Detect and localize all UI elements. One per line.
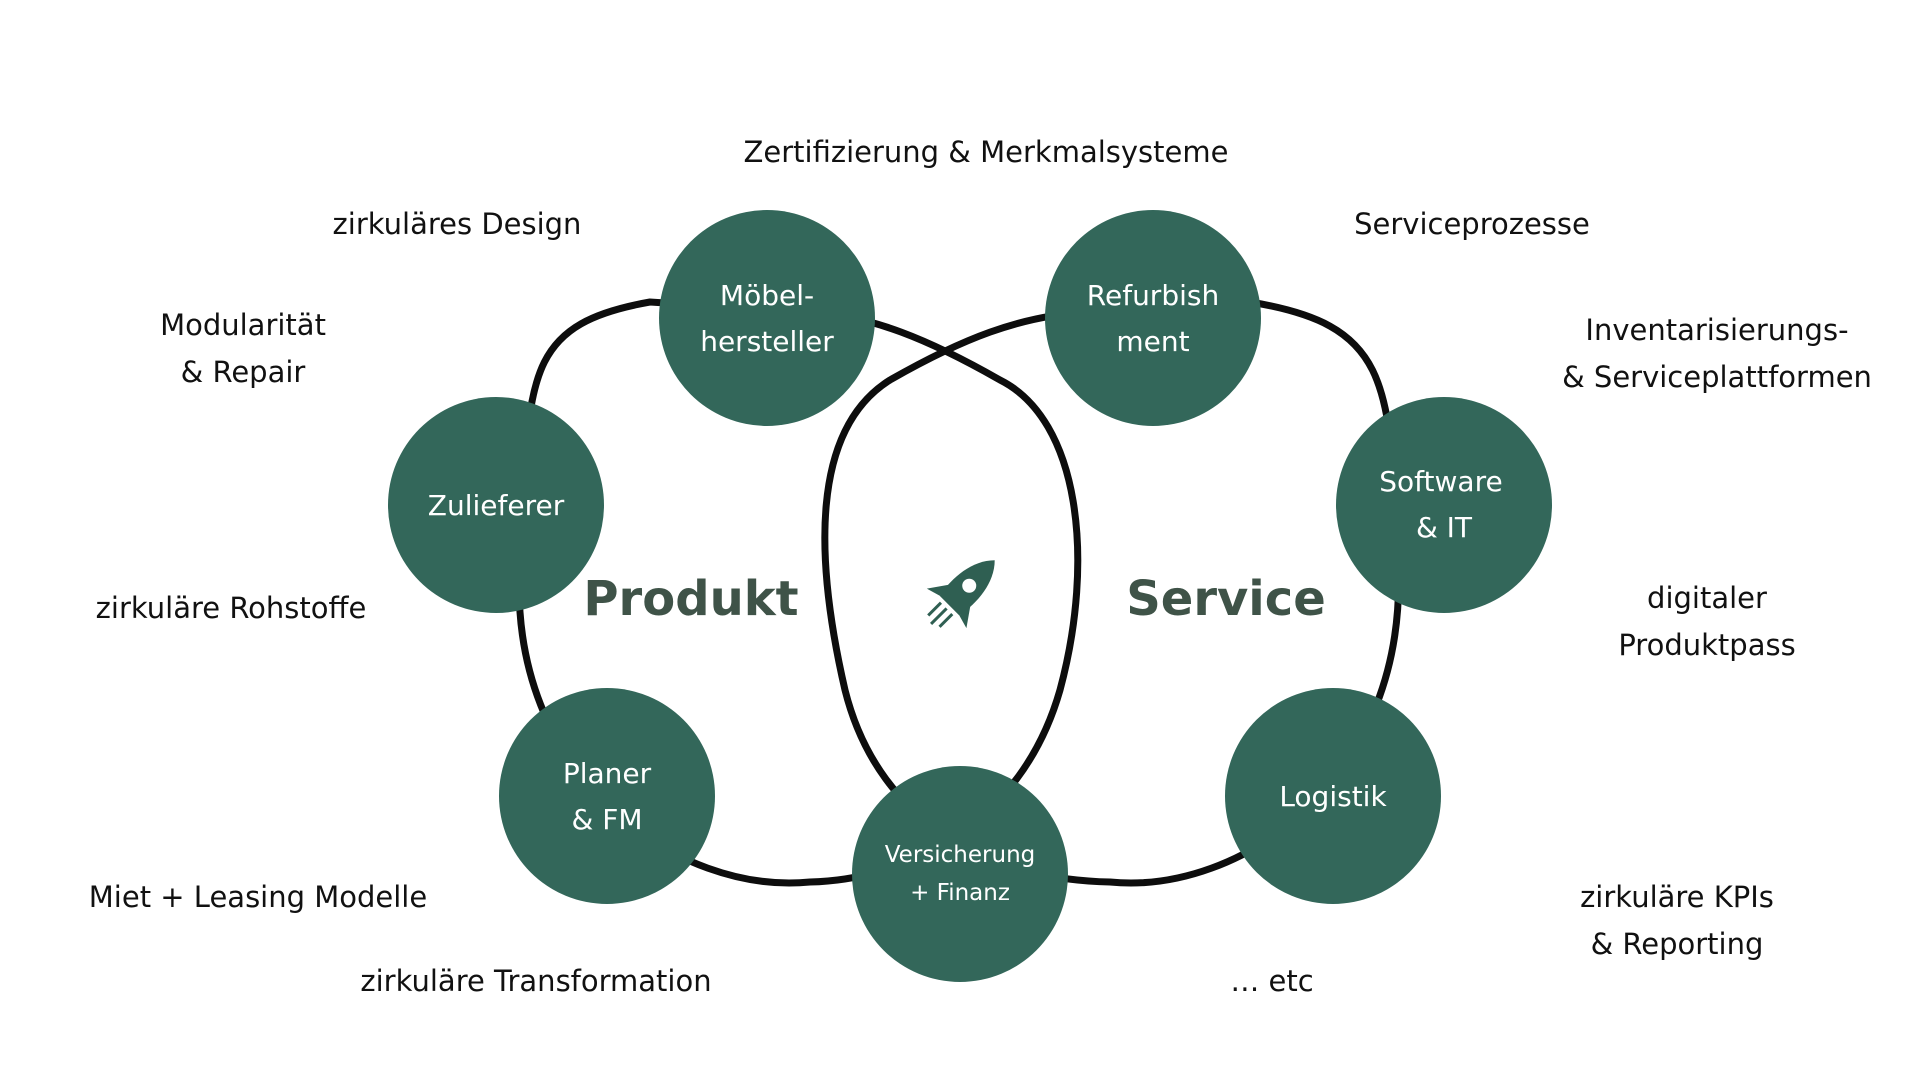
node-label: Möbel- bbox=[720, 279, 814, 312]
node-label: + Finanz bbox=[910, 880, 1010, 906]
node-label: Software bbox=[1379, 465, 1502, 498]
outer-label-zirkulaere-transformation: zirkuläre Transformation bbox=[360, 958, 711, 1005]
node-label: & IT bbox=[1416, 511, 1473, 544]
node-label: Zulieferer bbox=[428, 489, 565, 522]
node-moebelhersteller: Möbel- hersteller bbox=[659, 210, 875, 426]
outer-label-serviceprozesse: Serviceprozesse bbox=[1354, 201, 1590, 248]
produkt-label: Produkt bbox=[583, 571, 798, 627]
outer-label-line: Serviceprozesse bbox=[1354, 207, 1590, 241]
outer-label-line: zirkuläre Rohstoffe bbox=[95, 591, 367, 625]
outer-label-line: zirkuläre Transformation bbox=[360, 964, 712, 998]
node-label: Refurbish bbox=[1087, 279, 1219, 312]
outer-label-line: Modularität bbox=[160, 308, 326, 342]
node-label: Planer bbox=[563, 757, 652, 790]
node-versicherung-finanz: Versicherung + Finanz bbox=[852, 766, 1068, 982]
outer-label-line: & Repair bbox=[180, 355, 306, 389]
outer-label-line: Produktpass bbox=[1618, 628, 1796, 662]
node-label: & FM bbox=[572, 803, 643, 836]
outer-label-line: zirkuläres Design bbox=[332, 207, 582, 241]
outer-label-line: & Reporting bbox=[1590, 927, 1764, 961]
outer-label-line: & Serviceplattformen bbox=[1562, 360, 1872, 394]
outer-label-digitaler-produktpass: digitaler Produktpass bbox=[1618, 575, 1795, 669]
node-zulieferer: Zulieferer bbox=[388, 397, 604, 613]
node-label: ment bbox=[1116, 325, 1189, 358]
node-software-it: Software & IT bbox=[1336, 397, 1552, 613]
outer-label-line: Zertifizierung & Merkmalsysteme bbox=[743, 135, 1229, 169]
node-refurbishment: Refurbish ment bbox=[1045, 210, 1261, 426]
node-label: Logistik bbox=[1279, 780, 1387, 813]
outer-label-zirkulaere-rohstoffe: zirkuläre Rohstoffe bbox=[96, 585, 367, 632]
outer-label-line: Miet + Leasing Modelle bbox=[88, 880, 428, 914]
node-planer-fm: Planer & FM bbox=[499, 688, 715, 904]
outer-label-line: Inventarisierungs- bbox=[1585, 313, 1849, 347]
node-label: hersteller bbox=[700, 325, 834, 358]
outer-label-zirkulaeres-design: zirkuläres Design bbox=[333, 201, 582, 248]
outer-label-line: … etc bbox=[1230, 964, 1314, 998]
outer-label-inventarisierung: Inventarisierungs- & Serviceplattformen bbox=[1562, 307, 1872, 401]
outer-label-line: zirkuläre KPIs bbox=[1580, 880, 1774, 914]
outer-label-etc: … etc bbox=[1230, 958, 1313, 1005]
outer-label-miet-leasing: Miet + Leasing Modelle bbox=[89, 874, 427, 921]
node-logistik: Logistik bbox=[1225, 688, 1441, 904]
outer-label-line: digitaler bbox=[1647, 581, 1767, 615]
rocket-icon bbox=[926, 560, 995, 629]
outer-label-zirkulaere-kpis: zirkuläre KPIs & Reporting bbox=[1580, 874, 1774, 968]
service-label: Service bbox=[1126, 571, 1326, 627]
outer-label-modularitaet: Modularität & Repair bbox=[160, 302, 326, 396]
node-label: Versicherung bbox=[885, 842, 1036, 868]
outer-label-zertifizierung: Zertifizierung & Merkmalsysteme bbox=[744, 129, 1229, 176]
